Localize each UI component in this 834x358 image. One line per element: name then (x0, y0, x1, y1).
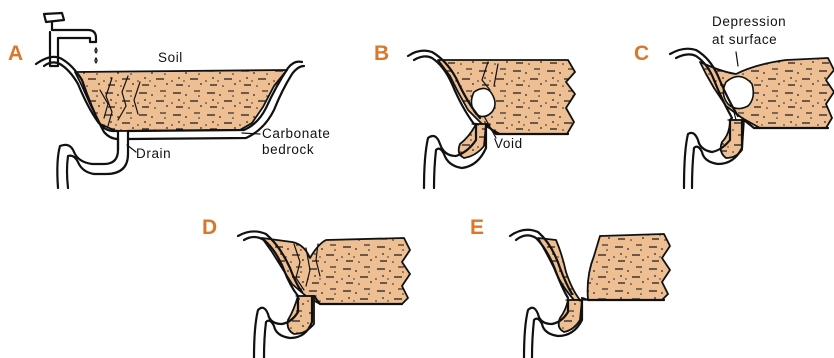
panel-b: B Void (374, 42, 575, 188)
panel-a: A Soil Carbonate bedrock Drain (8, 13, 330, 188)
panel-c: C Depression at surface (634, 14, 834, 188)
void-label: Void (494, 136, 523, 151)
drain-label: Drain (136, 146, 171, 161)
drain-pipe (57, 131, 132, 188)
panel-letter-c: C (634, 42, 649, 65)
panel-letter-a: A (8, 42, 23, 65)
depression-label-line2: at surface (712, 32, 777, 47)
carbonate-label: Carbonate (262, 126, 330, 141)
panel-d: D (202, 216, 410, 358)
panel-e: E (470, 216, 670, 358)
void-cavity (723, 76, 753, 108)
panel-letter-e: E (470, 216, 484, 239)
depression-label-line1: Depression (712, 14, 786, 29)
bedrock-label: bedrock (262, 142, 314, 157)
panel-letter-d: D (202, 216, 217, 239)
soil-label: Soil (158, 50, 183, 65)
panel-letter-b: B (374, 42, 389, 65)
